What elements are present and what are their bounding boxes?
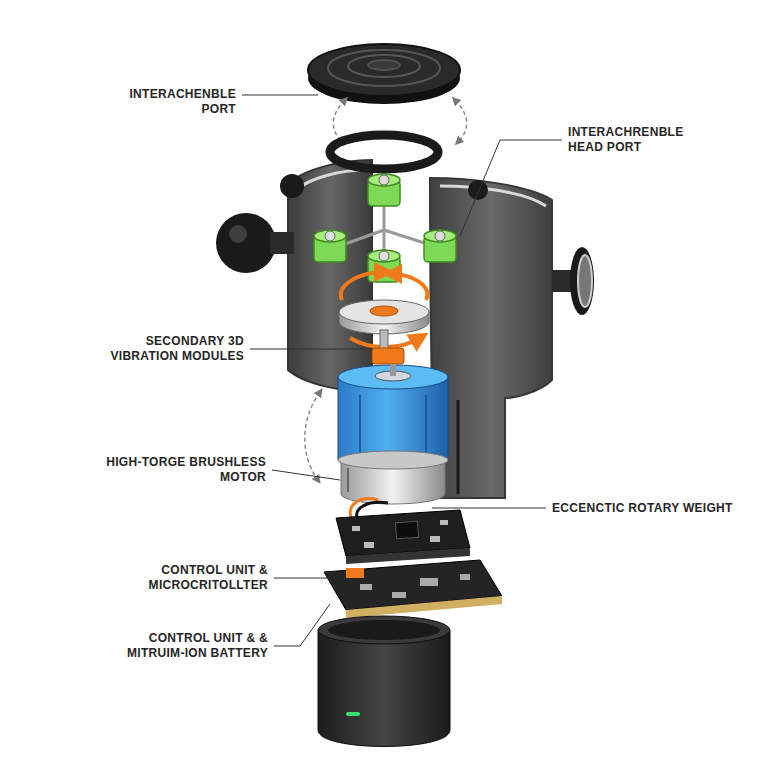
green-modules xyxy=(314,174,456,282)
dashed-arrow xyxy=(305,392,320,480)
part-label: CONTROL UNIT & MICROCRITOLLTER xyxy=(133,563,268,593)
brushless-motor xyxy=(338,364,448,504)
leader-line xyxy=(242,95,318,96)
vibration-module xyxy=(339,272,429,364)
circuit-boards xyxy=(324,510,502,618)
leader-lines xyxy=(242,95,562,646)
leader-line xyxy=(460,140,562,236)
leader-line xyxy=(274,578,330,579)
top-cap xyxy=(308,44,460,104)
part-label: HIGH-TORGE BRUSHLESS MOTOR xyxy=(96,455,266,485)
part-label: INTERACHENBLE PORT xyxy=(121,87,236,117)
part-label: INTERACHRENBLE HEAD PORT xyxy=(568,125,698,155)
part-label: ECCENCTIC ROTARY WEIGHT xyxy=(552,501,762,516)
leader-line xyxy=(272,470,340,480)
dashed-arrow xyxy=(455,100,467,142)
right-housing xyxy=(430,178,594,498)
leader-line xyxy=(250,349,370,350)
head-ring xyxy=(330,135,438,169)
part-label: CONTROL UNIT & & MITRUIM-ION BATTERY xyxy=(88,631,268,661)
dashed-arrow xyxy=(333,100,345,142)
battery-base xyxy=(318,616,450,747)
leader-line xyxy=(432,508,546,509)
leader-line xyxy=(274,604,330,646)
part-label: SECONDARY 3D VIBRATION MODULES xyxy=(99,334,244,364)
